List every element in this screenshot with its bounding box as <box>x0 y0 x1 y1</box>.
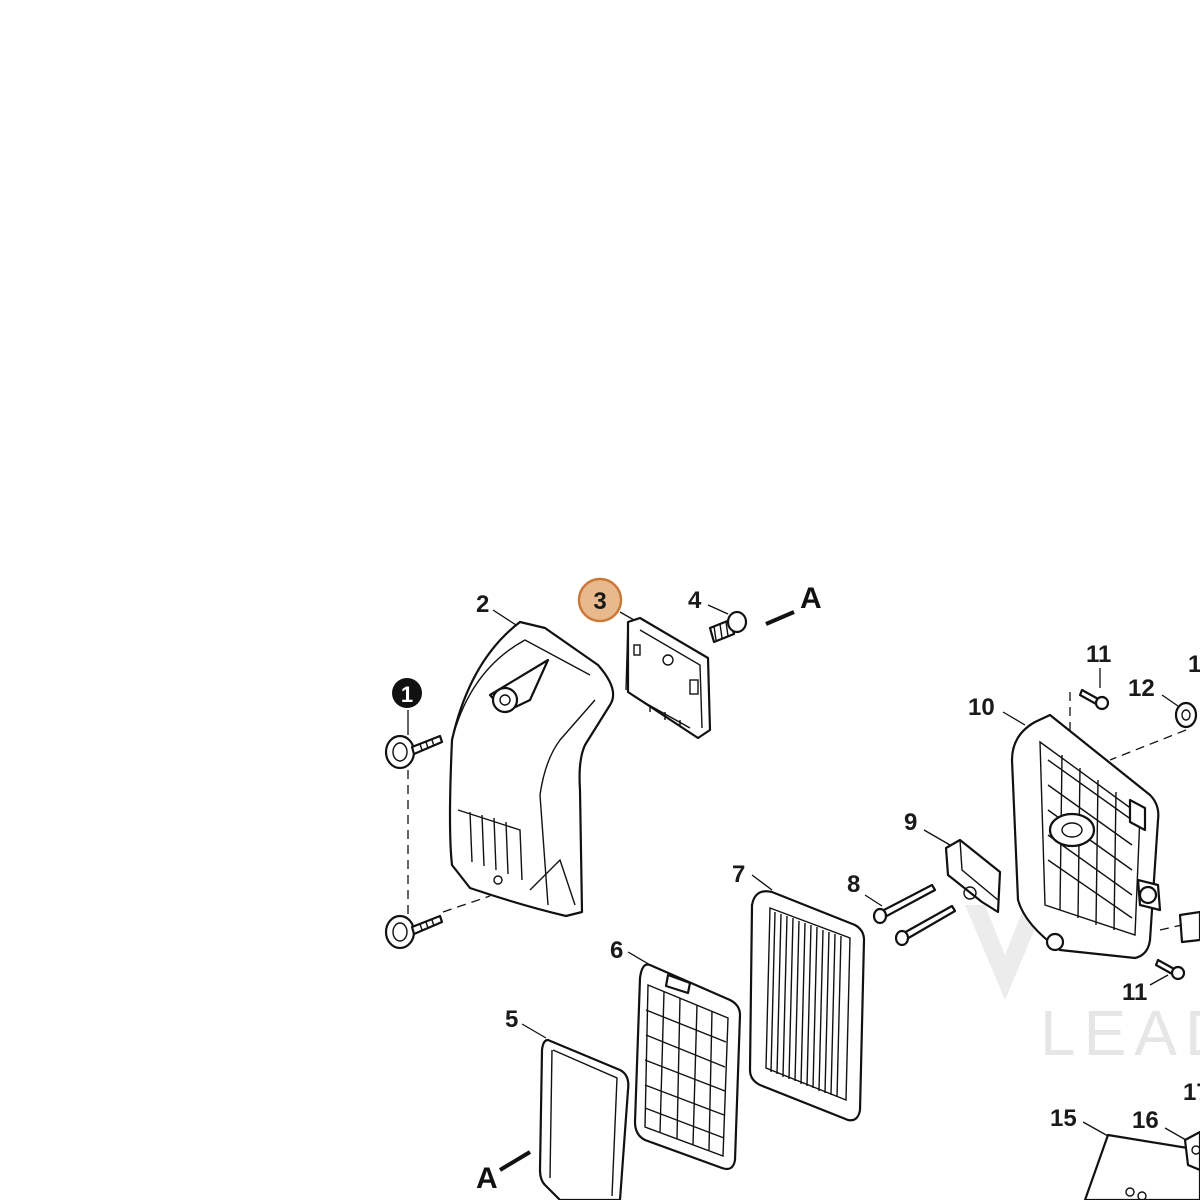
grommet-part-12 <box>1109 701 1198 761</box>
reference-arrow-bottom <box>498 1150 532 1172</box>
plate-part-3 <box>625 616 712 740</box>
bolts-part-8 <box>872 883 957 947</box>
reference-arrow-top <box>765 610 795 626</box>
callout-8: 8 <box>847 871 860 898</box>
callout-17-partial: 17 <box>1183 1079 1200 1106</box>
watermark: LEADVENTURE <box>965 905 1200 1069</box>
watermark-logo <box>965 905 1045 1000</box>
callout-5: 5 <box>505 1006 518 1033</box>
callout-16: 16 <box>1132 1107 1159 1134</box>
reference-mark-top: A <box>800 582 822 615</box>
callout-13-partial: 1 <box>1188 651 1200 678</box>
base-plate-part-10 <box>1010 713 1162 960</box>
callout-10: 10 <box>968 694 995 721</box>
callout-11-top: 11 <box>1086 641 1111 668</box>
valve-part-right <box>1159 910 1200 944</box>
watermark-text: LEADVENTURE <box>1040 997 1200 1069</box>
callout-2: 2 <box>476 591 489 618</box>
callout-7: 7 <box>732 861 745 888</box>
callout-15: 15 <box>1050 1105 1077 1132</box>
reference-mark-bottom: A <box>476 1162 498 1195</box>
part-16 <box>1183 1130 1200 1172</box>
callout-9: 9 <box>904 809 917 836</box>
plate-part-15 <box>1083 1133 1200 1200</box>
callout-11-bottom: 11 <box>1122 979 1147 1006</box>
callout-6: 6 <box>610 937 623 964</box>
screw-part-11-top <box>1069 688 1110 730</box>
callout-1-badge <box>392 678 422 708</box>
callout-1: 1 <box>401 682 413 707</box>
callout-3[interactable]: 3 <box>593 588 606 615</box>
filter-cover-part-2 <box>448 620 615 918</box>
paper-filter-part-7 <box>748 890 866 1122</box>
callout-4: 4 <box>688 587 702 614</box>
callout-12: 12 <box>1128 675 1155 702</box>
bolt-part-4 <box>708 610 748 644</box>
bracket-part-9 <box>944 838 1002 914</box>
prefilter-part-6 <box>633 963 742 1171</box>
gasket-part-5 <box>538 1038 630 1200</box>
screw-part-1 <box>384 710 491 950</box>
screw-part-11-bottom <box>1154 958 1186 981</box>
callout-3-highlight[interactable] <box>577 577 623 623</box>
